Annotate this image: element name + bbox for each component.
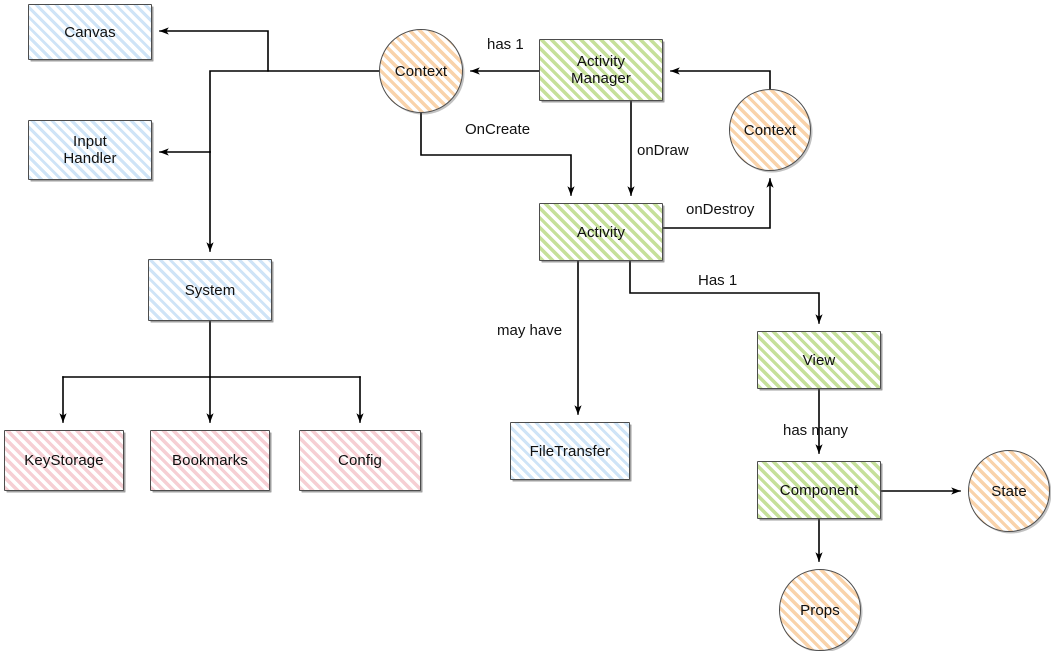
node-state-label: State [991, 482, 1027, 500]
node-filetransfer-label: FileTransfer [529, 442, 611, 460]
node-context-top[interactable]: Context [379, 29, 463, 113]
node-filetransfer[interactable]: FileTransfer [510, 422, 630, 480]
node-config-label: Config [338, 452, 382, 469]
node-input-handler-label: Input Handler [63, 133, 117, 167]
node-context-right-label: Context [743, 121, 797, 139]
edge-label-ondraw: onDraw [637, 142, 689, 159]
node-system[interactable]: System [148, 259, 272, 321]
edge-label-oncreate: OnCreate [465, 121, 531, 138]
node-activity-manager[interactable]: Activity Manager [539, 39, 663, 101]
node-props[interactable]: Props [779, 569, 861, 651]
node-config[interactable]: Config [299, 430, 421, 491]
node-activity-manager-label: Activity Manager [571, 53, 631, 87]
edge-activity-to-contextright [662, 178, 774, 229]
node-bookmarks-label: Bookmarks [172, 452, 248, 469]
node-state[interactable]: State [968, 450, 1050, 532]
node-keystorage[interactable]: KeyStorage [4, 430, 124, 491]
node-system-label: System [184, 281, 236, 299]
node-component[interactable]: Component [757, 461, 881, 519]
node-view[interactable]: View [757, 331, 881, 389]
node-canvas[interactable]: Canvas [28, 4, 152, 60]
node-context-right[interactable]: Context [729, 89, 811, 171]
node-props-label: Props [800, 601, 840, 619]
node-canvas-label: Canvas [64, 23, 116, 41]
edge-label-may-have: may have [497, 322, 563, 339]
edge-label-has-1-view: Has 1 [698, 272, 738, 289]
node-bookmarks[interactable]: Bookmarks [150, 430, 270, 491]
edge-label-has-1: has 1 [487, 36, 524, 53]
edge-context-to-canvas [159, 27, 380, 72]
node-component-label: Component [779, 481, 859, 499]
node-context-top-label: Context [394, 62, 448, 80]
edge-context-trunk [209, 70, 269, 153]
node-activity[interactable]: Activity [539, 203, 663, 261]
edge-label-ondestroy: onDestroy [686, 201, 755, 218]
edge-contextright-to-activitymanager [670, 67, 771, 90]
node-activity-label: Activity [576, 223, 626, 241]
edge-context-to-activity [420, 112, 575, 196]
node-keystorage-label: KeyStorage [24, 452, 104, 469]
edge-label-has-many: has many [783, 422, 849, 439]
node-input-handler[interactable]: Input Handler [28, 120, 152, 180]
node-view-label: View [802, 351, 836, 369]
edge-activity-to-view [629, 260, 823, 324]
